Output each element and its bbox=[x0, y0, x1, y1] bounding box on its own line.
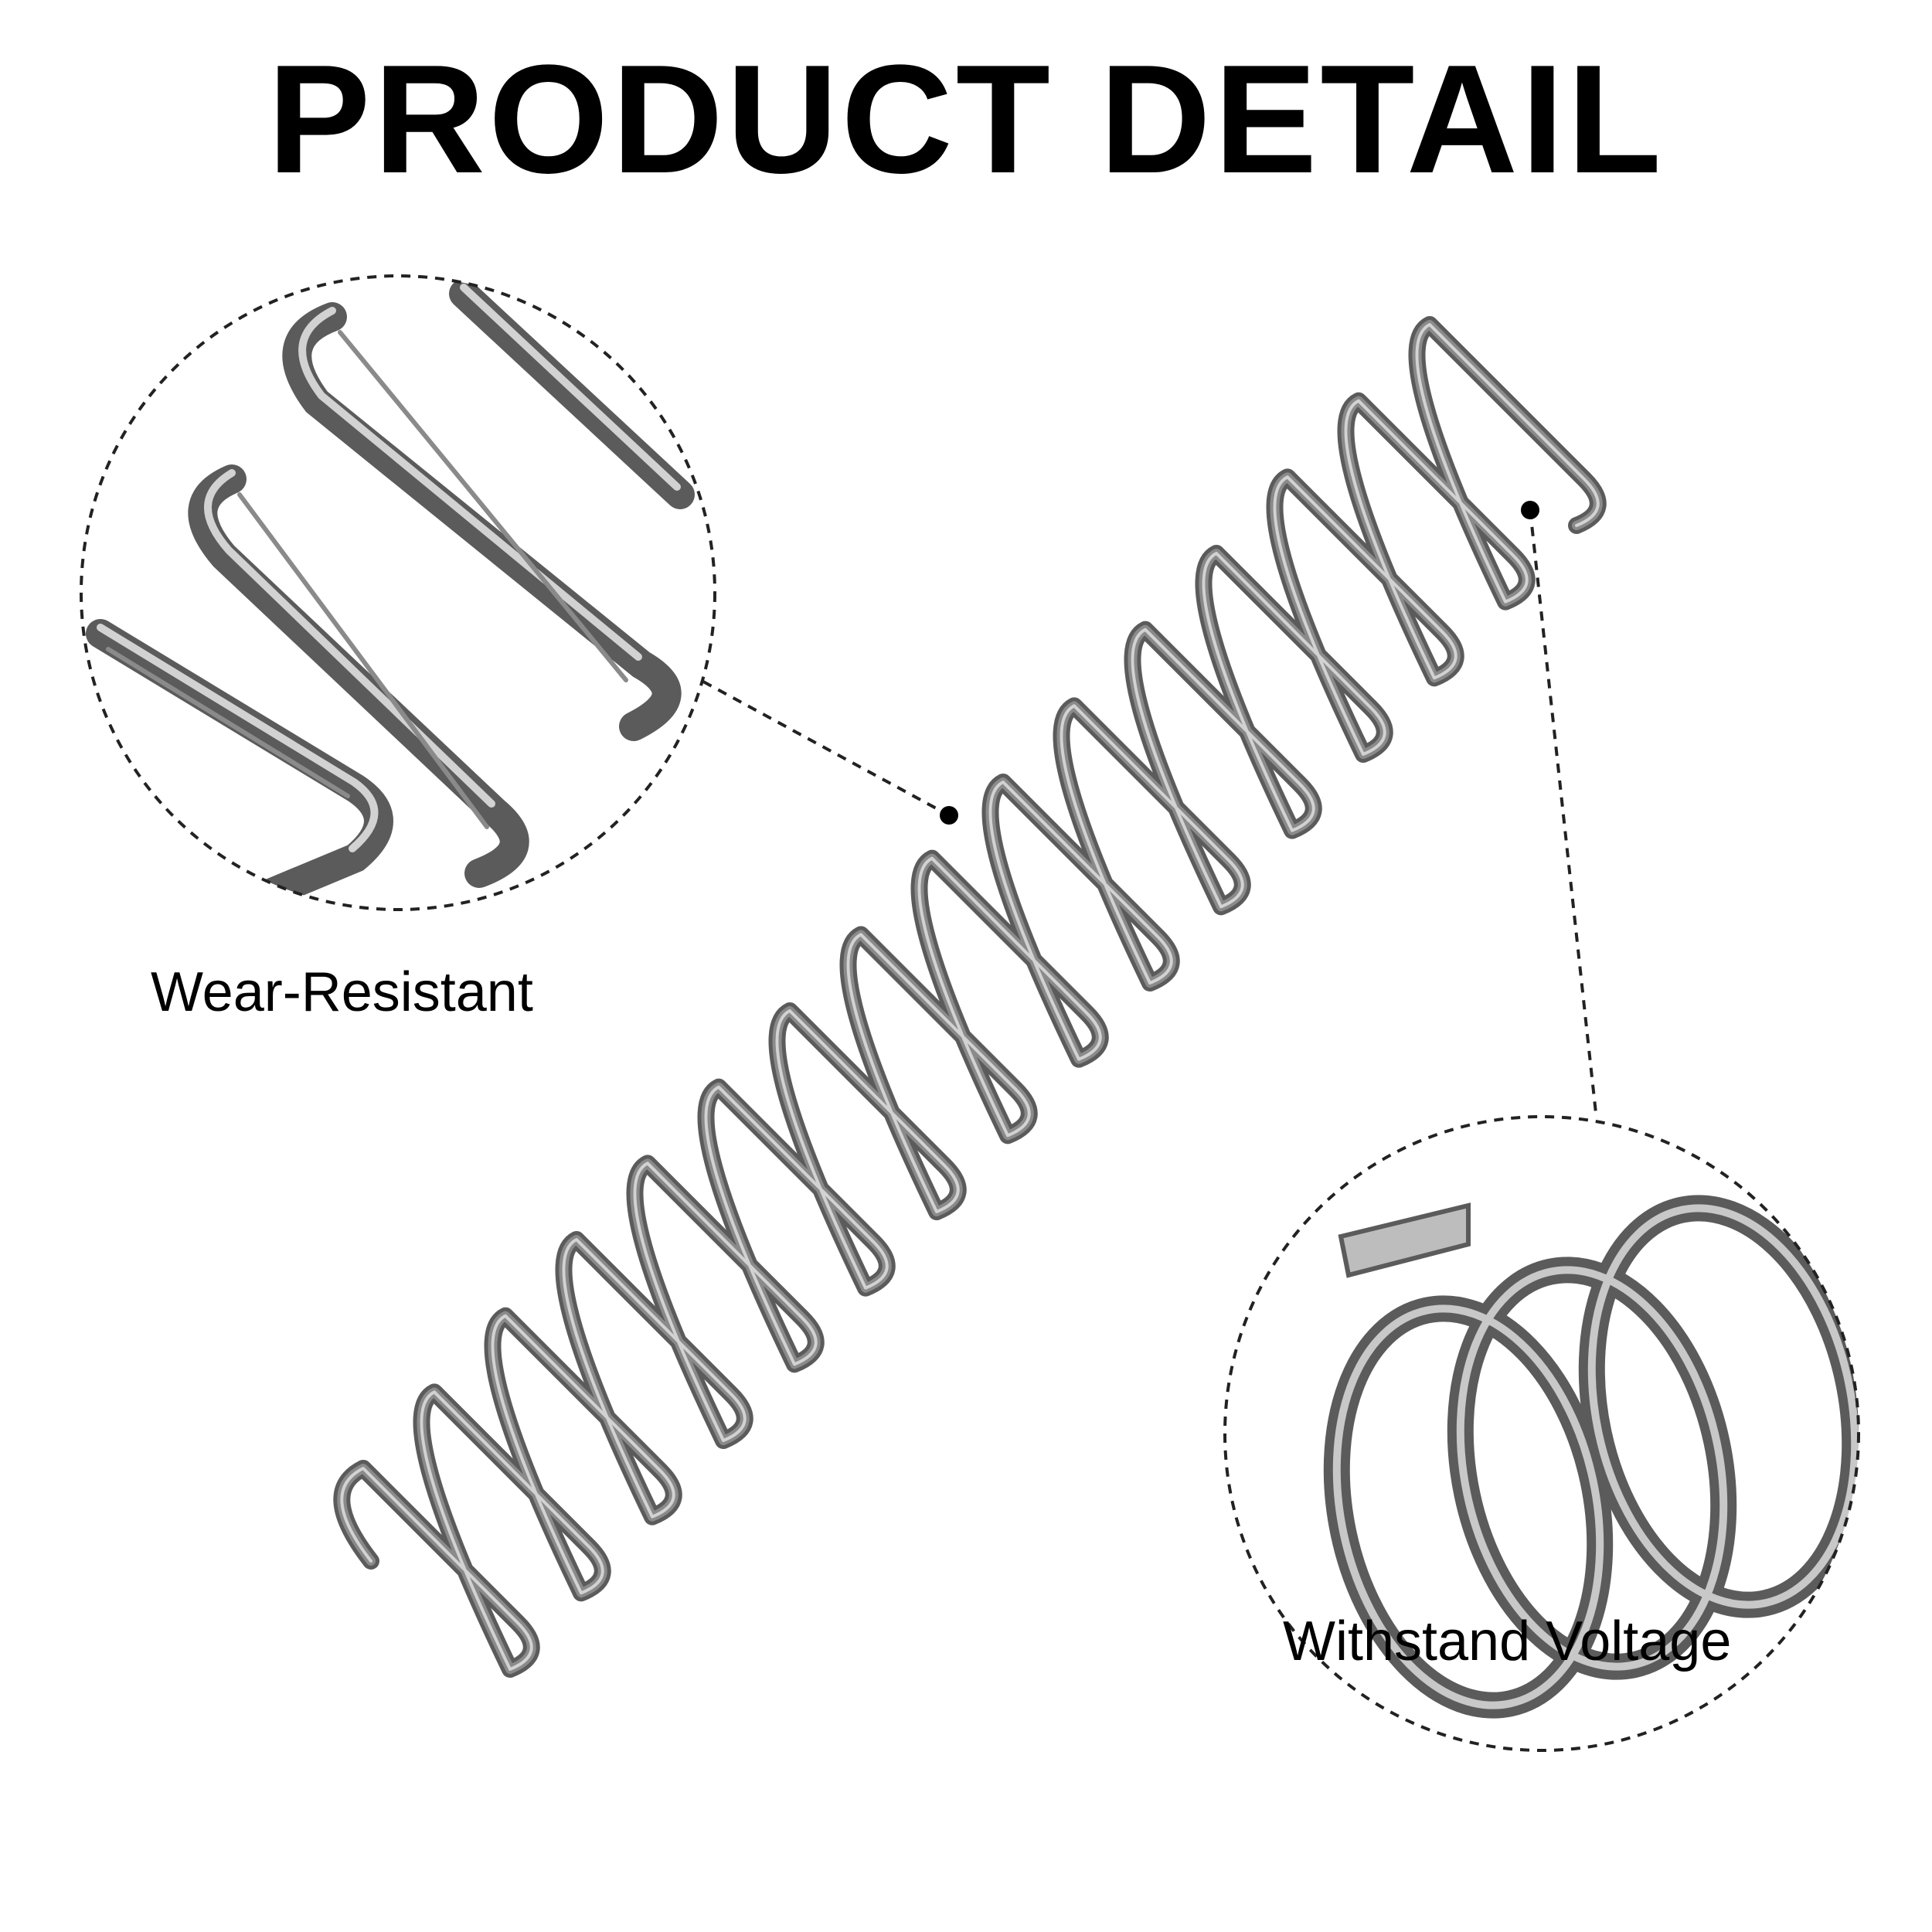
spring-end-closeup-icon bbox=[1223, 1115, 1860, 1752]
compression-spring bbox=[333, 316, 1607, 1678]
anchor-dot-right bbox=[1521, 501, 1539, 519]
feature-label-wear-resistant: Wear-Resistant bbox=[151, 961, 533, 1023]
leader-line-right bbox=[1521, 501, 1597, 1114]
leader-line-left bbox=[702, 680, 958, 825]
feature-label-withstand-voltage: Withstand Voltage bbox=[1283, 1611, 1732, 1672]
page-title: PRODUCT DETAIL bbox=[267, 33, 1665, 206]
anchor-dot-left bbox=[940, 806, 958, 825]
spring-coil-closeup-icon bbox=[80, 274, 716, 911]
